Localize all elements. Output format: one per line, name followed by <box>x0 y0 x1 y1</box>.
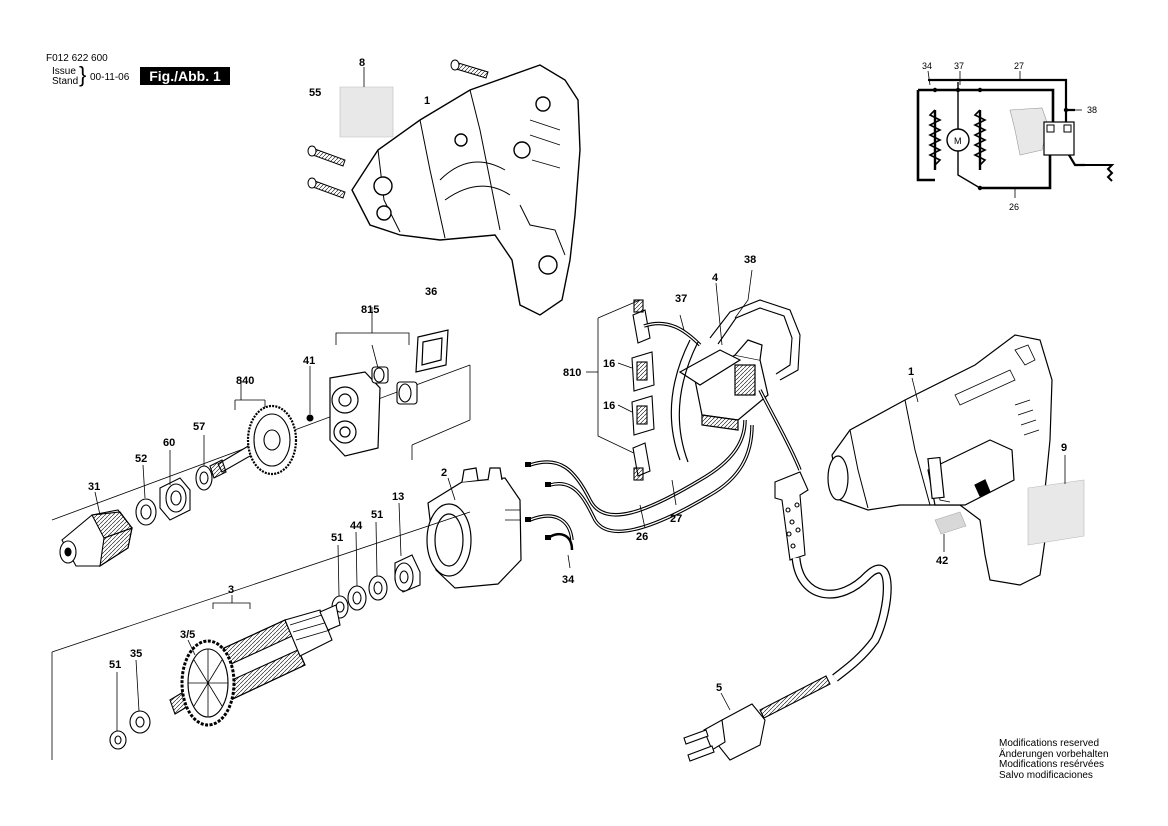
document-code: F012 622 600 <box>46 53 108 64</box>
label-plate-8 <box>339 67 394 138</box>
modifications-notice: Modifications reserved Änderungen vorbeh… <box>999 738 1109 781</box>
schematic-dots <box>932 87 1069 191</box>
label-42 <box>934 511 967 552</box>
part-label-42: 42 <box>936 555 948 567</box>
part-label-2: 2 <box>441 467 447 479</box>
housing-screws <box>307 59 489 199</box>
bearing-815 <box>371 366 418 405</box>
schematic-label-37: 37 <box>954 61 964 71</box>
part-label-41: 41 <box>303 355 315 367</box>
modifications-line-de: Änderungen vorbehalten <box>999 748 1109 760</box>
part-label-9: 9 <box>1061 442 1067 454</box>
label-9 <box>1027 455 1085 546</box>
switch-bracket-lines <box>586 299 641 457</box>
washer-52 <box>135 464 157 526</box>
washers-35-51 <box>109 659 151 750</box>
armature-bracket-lines <box>51 511 471 760</box>
part-label-1-housing: 1 <box>424 95 430 107</box>
plug-5 <box>683 675 831 762</box>
part-label-38: 38 <box>744 254 756 266</box>
schematic-label-34: 34 <box>922 61 932 71</box>
part-label-5: 5 <box>716 682 722 694</box>
schematic-label-27: 27 <box>1014 61 1024 71</box>
part-label-60: 60 <box>163 437 175 449</box>
part-label-4: 4 <box>712 272 719 284</box>
wiring-schematic <box>916 70 1115 198</box>
washer-57 <box>195 435 213 491</box>
issue-label: Issue <box>52 66 76 77</box>
modifications-line-en: Modifications reserved <box>999 738 1100 749</box>
bearing-13 <box>394 502 421 593</box>
bushing-60 <box>159 450 191 521</box>
part-label-57: 57 <box>193 421 205 433</box>
part-label-27: 27 <box>670 513 682 525</box>
part-label-13: 13 <box>392 491 404 503</box>
switch-4 <box>678 282 769 431</box>
part-label-16-a: 16 <box>603 358 615 370</box>
part-label-26: 26 <box>636 531 648 543</box>
part-label-16-b: 16 <box>603 400 615 412</box>
modifications-line-fr: Modifications resérvées <box>999 759 1105 770</box>
part-label-810: 810 <box>563 367 581 379</box>
part-label-37: 37 <box>675 293 687 305</box>
part-label-51-b: 51 <box>331 532 343 544</box>
part-label-31: 31 <box>88 481 100 493</box>
part-label-815: 815 <box>361 304 379 316</box>
stand-label: Stand <box>52 76 79 87</box>
armature-3 <box>169 595 341 727</box>
power-cord <box>791 557 892 682</box>
part-label-51-a: 51 <box>371 509 383 521</box>
issue-date: 00-11-06 <box>90 72 130 83</box>
part-label-51-c: 51 <box>109 659 121 671</box>
stator-2 <box>426 467 522 589</box>
figure-label: Fig./Abb. 1 <box>140 67 230 85</box>
part-label-1-tool: 1 <box>908 366 914 378</box>
drill-assembly <box>827 334 1053 586</box>
part-label-3: 3 <box>228 584 234 596</box>
part-label-36: 36 <box>425 286 437 298</box>
schematic-label-26: 26 <box>1009 202 1019 212</box>
chuck-31 <box>59 491 133 568</box>
motor-symbol: M <box>954 136 962 146</box>
washers-51-44 <box>331 521 388 619</box>
wires-27-26-34-37 <box>529 314 802 569</box>
part-label-55: 55 <box>309 87 321 99</box>
ball-41 <box>306 366 314 422</box>
part-label-35: 35 <box>130 648 142 660</box>
header-brace: } <box>79 62 87 87</box>
terminal-tips <box>525 462 551 540</box>
gear-shaft-840 <box>209 404 298 479</box>
housing-half-shell <box>351 64 581 316</box>
part-label-840: 840 <box>236 375 254 387</box>
part-label-8: 8 <box>359 57 365 69</box>
part-label-34: 34 <box>562 574 575 586</box>
schematic-label-38: 38 <box>1087 105 1097 115</box>
gear-housing-plate <box>329 371 381 457</box>
part-label-52: 52 <box>135 453 147 465</box>
part-label-3-5: 3/5 <box>180 629 195 641</box>
modifications-line-es: Salvo modificaciones <box>999 769 1093 781</box>
part-label-44: 44 <box>350 520 363 532</box>
seal-ring-36 <box>415 329 449 373</box>
cable-strain-relief <box>774 471 809 561</box>
carbon-brushes-16 <box>617 299 655 481</box>
suppressor-38 <box>709 269 801 381</box>
